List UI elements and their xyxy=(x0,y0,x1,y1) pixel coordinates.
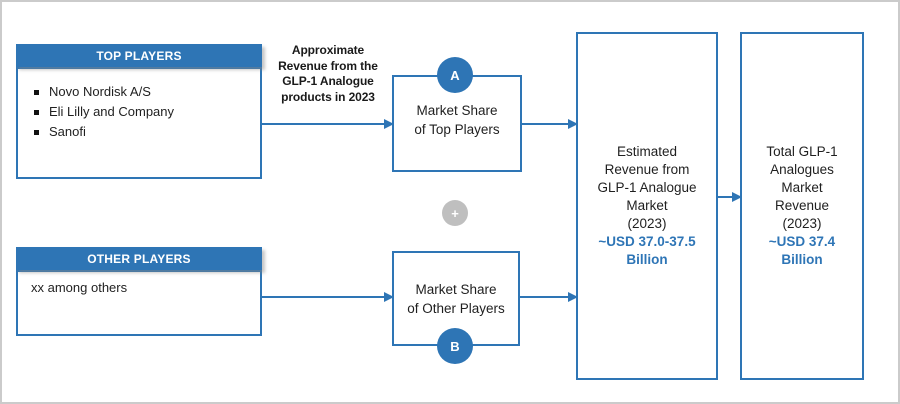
arrow-estimated-to-total xyxy=(718,192,742,202)
top-players-header: TOP PLAYERS xyxy=(16,44,262,67)
player-name: Sanofi xyxy=(49,124,86,139)
estimated-value: ~USD 37.0-37.5 xyxy=(598,234,696,249)
revenue-note-line: products in 2023 xyxy=(281,89,375,104)
total-title-line: Total GLP-1 xyxy=(766,144,838,159)
list-item: Novo Nordisk A/S xyxy=(34,82,250,102)
total-title-line: Analogues xyxy=(770,162,834,177)
player-name: Novo Nordisk A/S xyxy=(49,84,151,99)
list-item: Eli Lilly and Company xyxy=(34,102,250,122)
total-value: Billion xyxy=(781,252,823,267)
total-revenue-box: Total GLP-1 Analogues Market Revenue (20… xyxy=(740,32,864,380)
other-players-note: xx among others xyxy=(16,270,262,336)
arrow-share-other-to-estimated xyxy=(520,292,578,302)
market-share-other-label: Market Share xyxy=(415,281,497,297)
list-item: Sanofi xyxy=(34,122,250,142)
market-share-other-label: of Other Players xyxy=(407,300,505,316)
revenue-note-line: GLP-1 Analogue xyxy=(282,74,374,88)
bullet-icon xyxy=(34,109,39,115)
estimated-title-line: Revenue from xyxy=(604,162,690,177)
revenue-note-line: Revenue from the xyxy=(278,58,378,73)
other-players-header: OTHER PLAYERS xyxy=(16,247,262,270)
badge-a-icon: A xyxy=(437,57,473,93)
revenue-note: Approximate Revenue from the GLP-1 Analo… xyxy=(265,43,391,105)
total-title-line: Market xyxy=(781,180,823,195)
estimated-value: Billion xyxy=(626,252,668,267)
arrow-other-players-to-share xyxy=(262,292,394,302)
estimated-title-line: (2023) xyxy=(627,216,667,231)
estimated-title-line: GLP-1 Analogue xyxy=(597,180,697,195)
estimated-title-line: Estimated xyxy=(616,144,677,159)
revenue-note-line: Approximate xyxy=(291,43,365,57)
market-share-top-label: Market Share xyxy=(416,102,498,118)
bullet-icon xyxy=(34,89,39,95)
bullet-icon xyxy=(34,129,39,135)
market-share-other-box: Market Share of Other Players xyxy=(392,251,520,346)
badge-b-icon: B xyxy=(437,328,473,364)
total-title-line: (2023) xyxy=(782,216,822,231)
estimated-revenue-box: Estimated Revenue from GLP-1 Analogue Ma… xyxy=(576,32,718,380)
estimated-title-line: Market xyxy=(626,198,668,213)
player-name: Eli Lilly and Company xyxy=(49,104,175,119)
plus-icon: + xyxy=(442,200,468,226)
total-title-line: Revenue xyxy=(774,198,830,213)
arrow-share-top-to-estimated xyxy=(522,119,578,129)
arrow-top-players-to-share xyxy=(262,119,394,129)
market-share-top-label: of Top Players xyxy=(414,121,500,137)
total-value: ~USD 37.4 xyxy=(768,234,836,249)
top-players-list: Novo Nordisk A/S Eli Lilly and Company S… xyxy=(16,67,262,179)
